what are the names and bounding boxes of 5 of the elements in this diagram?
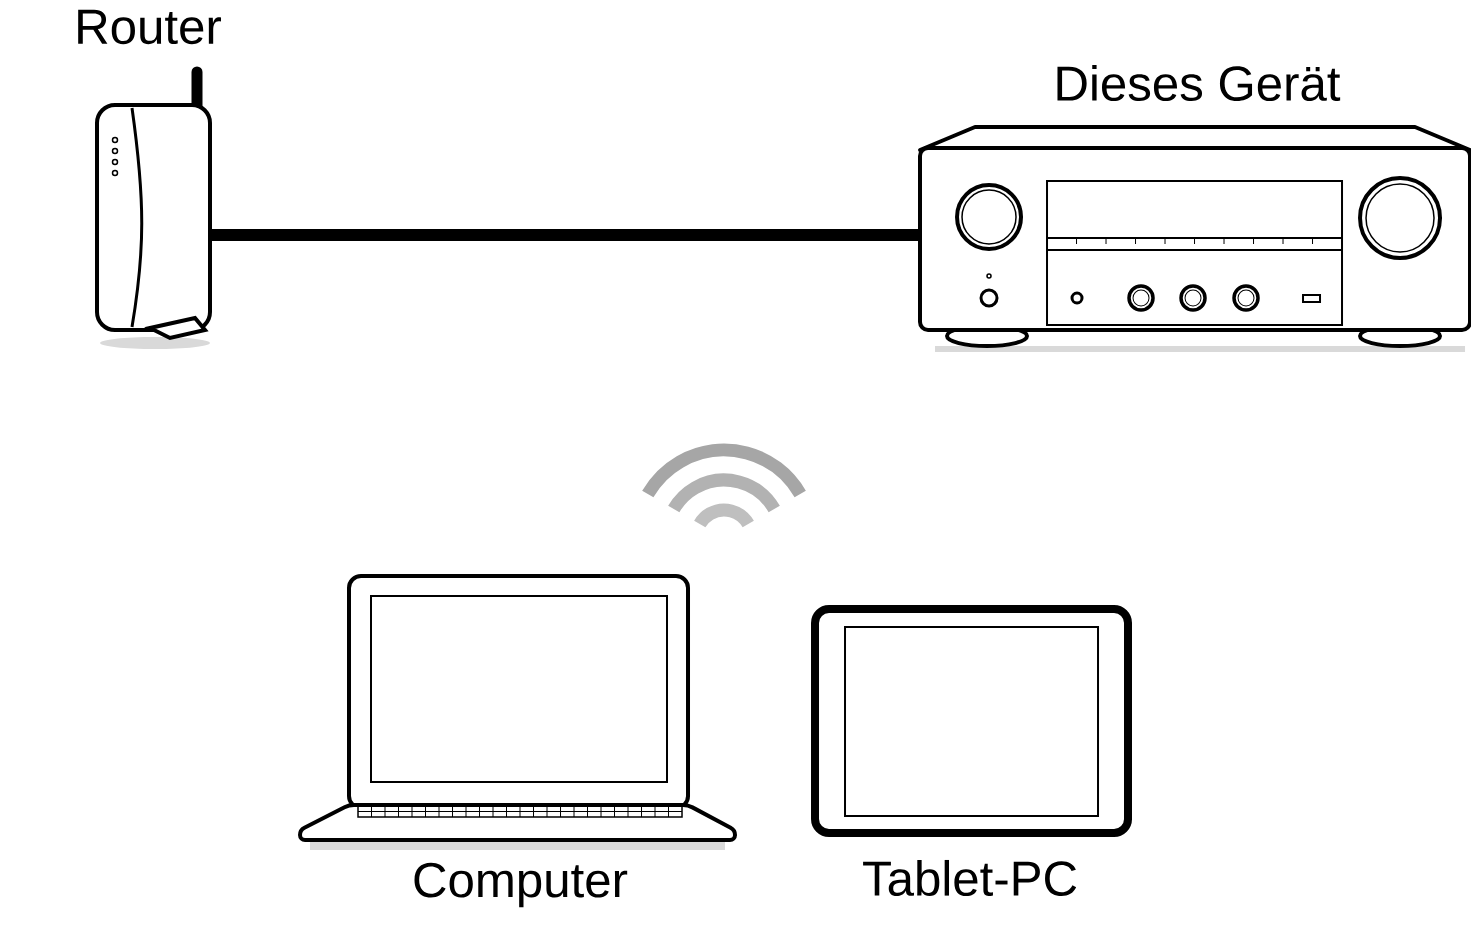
device-label: Dieses Gerät [1057, 64, 1341, 102]
device-label: Router [78, 9, 221, 45]
cable-line [210, 229, 920, 241]
device-label: Computer [414, 862, 628, 908]
device-label: Tablet-PC [863, 859, 1077, 897]
